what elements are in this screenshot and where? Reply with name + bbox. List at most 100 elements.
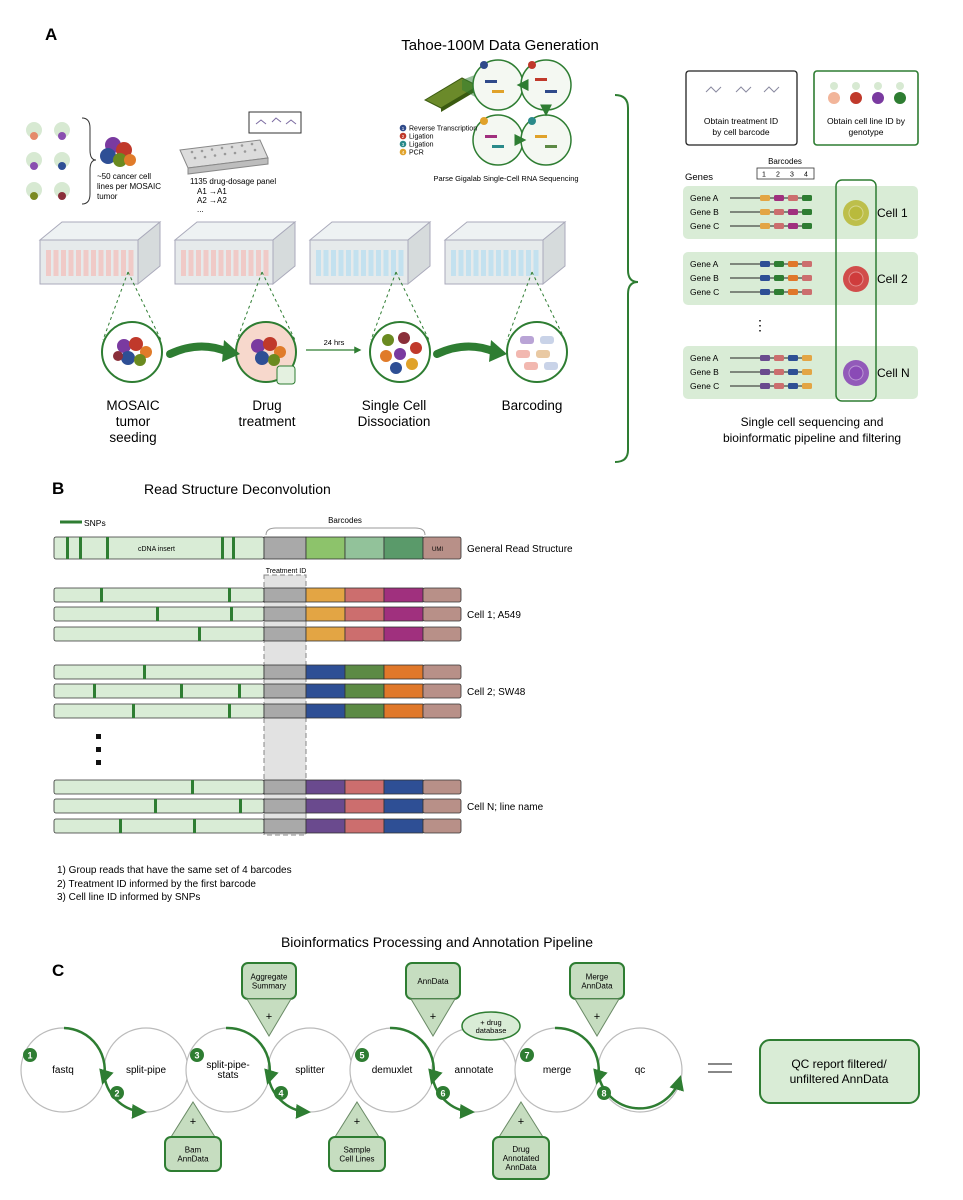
legend-num-3: 3 xyxy=(402,142,405,147)
panel-c-letter: C xyxy=(52,961,64,980)
step-label-1-3: seeding xyxy=(109,430,156,445)
panel-b-title: Read Structure Deconvolution xyxy=(144,481,331,497)
plate-well-column xyxy=(398,250,404,276)
step-badge-5 xyxy=(355,1048,369,1062)
barcode-number-1: 1 xyxy=(762,172,766,179)
pipeline-caption-1: Single cell sequencing and xyxy=(741,415,884,429)
gene-barcode-mark xyxy=(788,209,798,215)
barcode-segment-4 xyxy=(383,587,424,603)
barcode-numbers: 1 2 3 4 xyxy=(762,172,808,179)
gene-barcode-mark xyxy=(802,195,812,201)
plate-well-column xyxy=(353,250,359,276)
legend-label-4: PCR xyxy=(409,150,424,157)
step-badge-4 xyxy=(274,1086,288,1100)
treatment-id-text-1: Obtain treatment ID xyxy=(704,116,778,126)
pipeline-caption-2: bioinformatic pipeline and filtering xyxy=(723,431,901,445)
step-badge-number-8: 8 xyxy=(601,1089,606,1099)
bottom-input-box xyxy=(328,1136,386,1172)
panel-map-3: ... xyxy=(197,205,204,214)
plate-well-column xyxy=(113,250,119,276)
legend-label-2: Ligation xyxy=(409,134,434,141)
gene-barcode-mark xyxy=(774,209,784,215)
tumor-note-2: lines per MOSAIC xyxy=(97,182,161,191)
pipeline-node-label-2: split-pipe xyxy=(126,1065,166,1076)
top-output-pointer xyxy=(574,998,620,1037)
plate-side xyxy=(272,220,296,286)
barcode-number-3: 3 xyxy=(790,172,794,179)
plate-well-column xyxy=(316,250,321,276)
barcode-segment-3 xyxy=(344,779,385,795)
gene-barcode-mark xyxy=(774,195,784,201)
plate-well-column xyxy=(458,250,464,276)
plate-side xyxy=(542,220,566,286)
top-output-pointer xyxy=(246,998,292,1037)
plate-well-column xyxy=(241,250,246,276)
cells-ellipsis: ⋮ xyxy=(753,317,767,333)
treatment-barcode-segment xyxy=(263,606,307,622)
step-badge-number-2: 2 xyxy=(114,1089,119,1099)
barcode-number-2: 2 xyxy=(776,172,780,179)
umi-segment xyxy=(422,536,462,560)
plate-4 xyxy=(443,220,567,286)
legend-dot-2 xyxy=(399,132,407,140)
barcode-segment-4 xyxy=(383,626,424,642)
read xyxy=(53,779,462,795)
cdna-label: cDNA insert xyxy=(138,546,175,553)
bottom-input-box xyxy=(492,1136,550,1180)
plate-well-column xyxy=(46,250,51,276)
snp-mark xyxy=(180,684,183,698)
barcode-segment-3 xyxy=(344,664,385,680)
gene-label: Gene B xyxy=(690,273,719,283)
arc-5 xyxy=(389,1026,443,1085)
legend-label-3: Ligation xyxy=(409,142,434,149)
snp-mark xyxy=(238,684,241,698)
panel-a-title: Tahoe-100M Data Generation xyxy=(401,37,599,54)
barcode-segment-3 xyxy=(344,536,385,560)
step-badge-number-5: 5 xyxy=(359,1051,364,1061)
panel-label: 1135 drug-dosage panel xyxy=(190,177,276,186)
plate-well-column xyxy=(488,250,494,276)
panel-c: Bioinformatics Processing and Annotation… xyxy=(20,934,920,1180)
step-badge-number-6: 6 xyxy=(440,1089,445,1099)
step-label-4-1: Barcoding xyxy=(502,398,563,413)
gene-barcode-mark xyxy=(760,289,770,295)
cdna-segment xyxy=(53,664,265,680)
snp-mark xyxy=(221,537,224,559)
plus-sign: + xyxy=(430,1011,436,1023)
barcode-segment-2 xyxy=(305,703,346,719)
read xyxy=(53,626,462,642)
plate-well-column xyxy=(466,250,471,276)
molecule-icons xyxy=(255,117,297,125)
panel-a-bracket xyxy=(614,94,639,463)
snp-mark xyxy=(66,537,69,559)
plate-well-column xyxy=(121,250,126,276)
step-badge-6 xyxy=(436,1086,450,1100)
legend-dot-4 xyxy=(399,148,407,156)
treatment-barcode-segment xyxy=(263,587,307,603)
panel-b-letter: B xyxy=(52,479,64,498)
gene-label: Gene C xyxy=(690,287,719,297)
read xyxy=(53,587,462,603)
barcode-segment-4 xyxy=(383,536,424,560)
cdna-segment xyxy=(53,587,265,603)
umi-segment xyxy=(422,779,462,795)
barcode-segment-3 xyxy=(344,703,385,719)
snps-label: SNPs xyxy=(84,518,106,528)
tumor-note-1: ~50 cancer cell xyxy=(97,172,151,181)
barcode-number-4: 4 xyxy=(804,172,808,179)
gene-barcode-mark xyxy=(760,195,770,201)
read-group-label: Cell 1; A549 xyxy=(467,610,521,621)
gene-barcode-mark xyxy=(788,289,798,295)
barcode-segment-4 xyxy=(383,703,424,719)
plate-well-column xyxy=(323,250,329,276)
plus-sign: + xyxy=(190,1116,196,1128)
gene-barcode-mark xyxy=(760,383,770,389)
